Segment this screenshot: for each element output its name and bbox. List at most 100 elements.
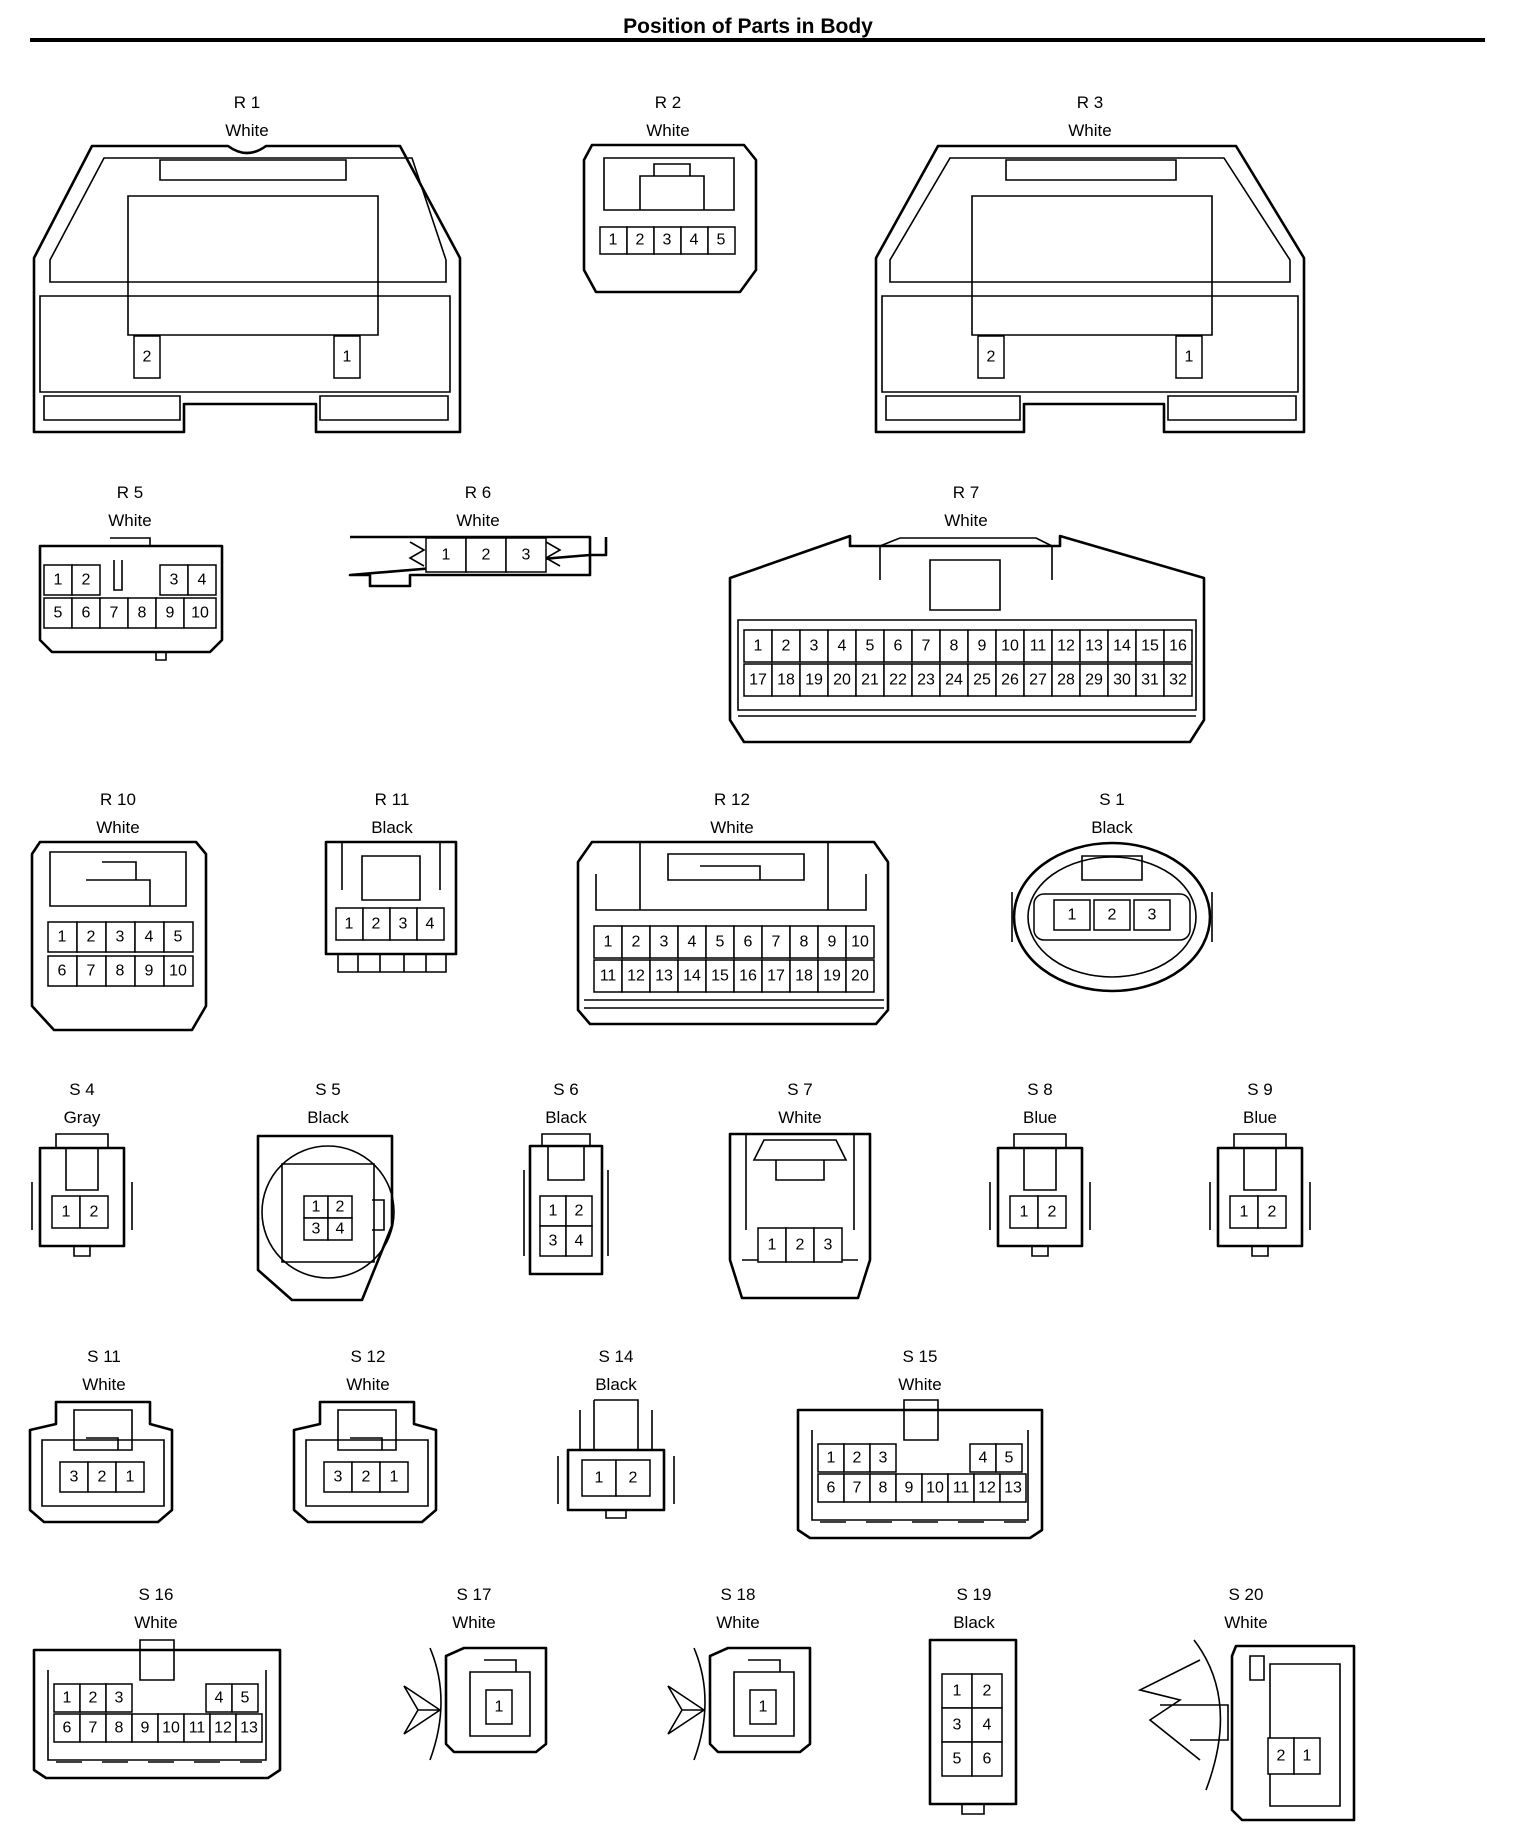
- pin-number: 3: [810, 638, 819, 655]
- pin-cell: [593, 925, 623, 959]
- connector-color: White: [96, 818, 139, 837]
- connector-code: R 5: [117, 483, 143, 502]
- pin-number: 17: [749, 672, 767, 689]
- pin-cell: [231, 1683, 259, 1713]
- connector-housing: [1012, 841, 1212, 993]
- pin-number: 3: [170, 572, 179, 589]
- pin-cell: [761, 925, 791, 959]
- pin-cell: [1093, 899, 1131, 931]
- connector-code: R 11: [375, 790, 410, 809]
- connector-code: R 12: [714, 790, 750, 809]
- pin-number: 15: [711, 968, 729, 985]
- pin-cell: [335, 907, 364, 941]
- pin-number: 10: [169, 963, 187, 980]
- pin-number: 10: [162, 1720, 180, 1737]
- connector-frame: [1209, 1133, 1311, 1257]
- pin-cell: [71, 564, 101, 596]
- pin-cell: [105, 1683, 133, 1713]
- pin-number: 2: [98, 1469, 107, 1486]
- pin-number: 1: [1240, 1204, 1249, 1221]
- connector-frame: [337, 842, 447, 973]
- pin-cell: [827, 663, 857, 697]
- pin-cell: [1107, 663, 1137, 697]
- connector-code: S 19: [957, 1585, 992, 1604]
- pin-number: 10: [851, 934, 869, 951]
- pin-number: 1: [1185, 349, 1194, 366]
- pin-number: 1: [343, 349, 352, 366]
- pin-cell: [843, 1443, 871, 1473]
- connector-color: White: [346, 1375, 389, 1394]
- pin-number: 19: [823, 968, 841, 985]
- pin-number: 2: [575, 1203, 584, 1220]
- pin-cell: [749, 1689, 777, 1725]
- pin-cell: [1079, 629, 1109, 663]
- pin-number: 13: [1004, 1480, 1022, 1497]
- connector-code: R 6: [465, 483, 491, 502]
- pin-number: 19: [805, 672, 823, 689]
- pin-cell: [157, 1713, 185, 1743]
- pin-cell: [817, 959, 847, 993]
- pin-cell: [581, 1459, 617, 1497]
- pin-number: 9: [828, 934, 837, 951]
- pin-number: 13: [240, 1720, 258, 1737]
- connector-code: R 10: [100, 790, 136, 809]
- connector-color: White: [456, 511, 499, 530]
- pin-number: 2: [629, 1470, 638, 1487]
- pin-number: 6: [82, 605, 91, 622]
- connector-housing: [32, 144, 462, 434]
- connector-code: S 8: [1027, 1080, 1053, 1099]
- connector-r5: R 5 White 1 2 3 4 5 6 7 8 9 10: [38, 483, 224, 661]
- pin-cell: [379, 1461, 409, 1493]
- connector-s17: S 17 White 1: [403, 1585, 548, 1761]
- pin-cell: [621, 925, 651, 959]
- pin-cell: [817, 1473, 845, 1503]
- connector-r11: R 11 Black 1 2 3 4: [324, 790, 458, 973]
- pin-number: 10: [926, 1480, 944, 1497]
- pin-number: 6: [58, 963, 67, 980]
- pin-number: 2: [82, 572, 91, 589]
- connector-frame: [408, 541, 562, 567]
- pin-number: 9: [978, 638, 987, 655]
- pin-number: 18: [795, 968, 813, 985]
- connector-code: S 11: [87, 1347, 121, 1366]
- connector-code: R 2: [655, 93, 681, 112]
- pin-cell: [187, 564, 217, 596]
- connector-color: Black: [371, 818, 413, 837]
- connector-code: S 12: [351, 1347, 386, 1366]
- pin-cell: [615, 1459, 651, 1497]
- connector-r10: R 10 White 1 2 3 4 5 6 7 8 9 10: [30, 790, 208, 1032]
- pin-number: 12: [1057, 638, 1075, 655]
- connector-s20: S 20 White 2 1: [1137, 1585, 1356, 1822]
- pin-number: 3: [115, 1690, 124, 1707]
- pin-cell: [895, 1473, 923, 1503]
- pin-number: 2: [1268, 1204, 1277, 1221]
- pin-cell: [649, 925, 679, 959]
- connector-frame: [49, 851, 187, 907]
- pin-cell: [771, 629, 801, 663]
- connector-housing: [576, 840, 890, 1026]
- pin-number: 8: [800, 934, 809, 951]
- pin-cell: [999, 1473, 1027, 1503]
- pin-cell: [869, 1443, 897, 1473]
- pin-cell: [163, 955, 194, 987]
- connector-housing: [1230, 1644, 1356, 1822]
- connector-s15: S 15 White 1 2 3 4 5 6 7 8 9 10 11 12 13: [796, 1347, 1044, 1540]
- pin-number: 13: [1085, 638, 1103, 655]
- connector-color: White: [134, 1613, 177, 1632]
- connector-r12: R 12 White 1 2 3 4 5 6 7 8 9 10 11 12 13…: [576, 790, 890, 1026]
- connector-frame: [110, 537, 167, 661]
- pin-cell: [209, 1713, 237, 1743]
- pin-cell: [505, 537, 547, 573]
- pin-cell: [99, 597, 129, 629]
- pin-number: 2: [87, 929, 96, 946]
- connector-housing: [566, 1448, 666, 1512]
- pin-number: 5: [866, 638, 875, 655]
- pin-cell: [76, 955, 107, 987]
- pin-number: 9: [145, 963, 154, 980]
- pin-number: 22: [889, 672, 907, 689]
- connector-s9: S 9 Blue 1 2: [1209, 1080, 1311, 1257]
- pin-number: 4: [690, 232, 699, 249]
- pin-number: 31: [1141, 672, 1159, 689]
- pin-number: 3: [879, 1450, 888, 1467]
- pin-number: 1: [609, 232, 618, 249]
